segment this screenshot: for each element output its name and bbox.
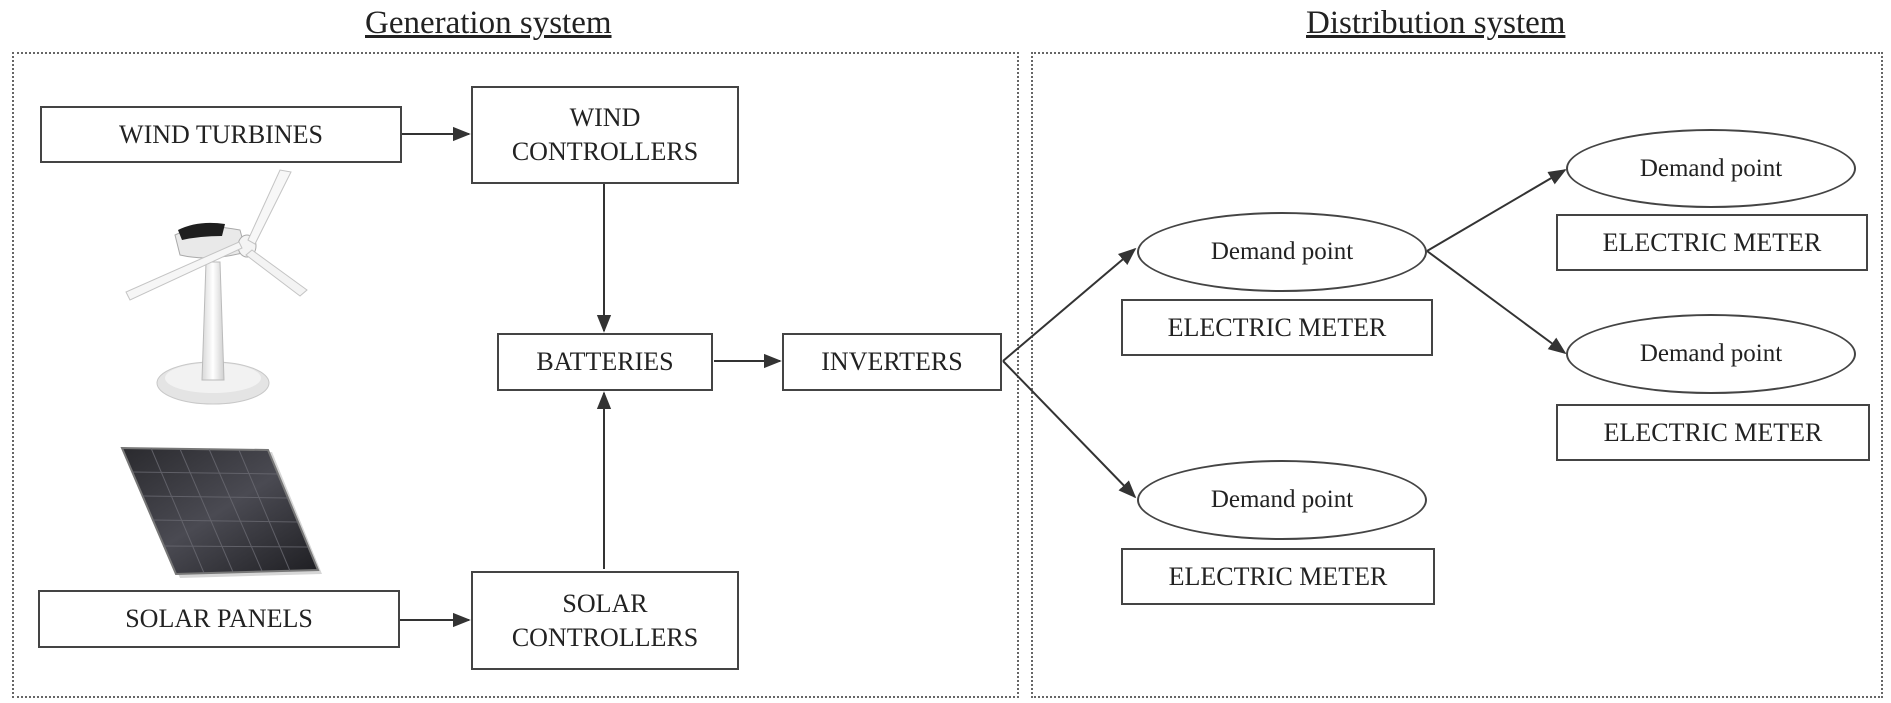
electric-meter-2: ELECTRIC METER	[1121, 548, 1435, 605]
arrow-inverters-to-demand-point-2	[1002, 360, 1137, 499]
electric-meter-4: ELECTRIC METER	[1556, 404, 1870, 461]
demand-point-2: Demand point	[1137, 460, 1427, 540]
wind-turbine-icon	[125, 169, 308, 405]
solar-panels-box: SOLAR PANELS	[38, 590, 400, 648]
demand-point-3: Demand point	[1566, 129, 1856, 208]
wind-controllers-box: WIND CONTROLLERS	[471, 86, 739, 184]
demand-point-4: Demand point	[1566, 314, 1856, 394]
solar-panel-icon	[120, 446, 322, 578]
distribution-system-panel	[1031, 52, 1883, 698]
arrow-demand-point-1-to-4	[1426, 250, 1567, 355]
electric-meter-1: ELECTRIC METER	[1121, 299, 1433, 356]
wind-turbines-box: WIND TURBINES	[40, 106, 402, 163]
distribution-system-title: Distribution system	[1306, 5, 1566, 41]
demand-point-1: Demand point	[1137, 212, 1427, 292]
batteries-box: BATTERIES	[497, 333, 713, 391]
arrow-inverters-to-demand-point-1	[1002, 247, 1137, 362]
generation-system-panel	[12, 52, 1019, 698]
generation-system-title: Generation system	[365, 5, 612, 41]
electric-meter-3: ELECTRIC METER	[1556, 214, 1868, 271]
arrow-demand-point-1-to-3	[1426, 169, 1567, 252]
inverters-box: INVERTERS	[782, 333, 1002, 391]
solar-controllers-box: SOLAR CONTROLLERS	[471, 571, 739, 670]
